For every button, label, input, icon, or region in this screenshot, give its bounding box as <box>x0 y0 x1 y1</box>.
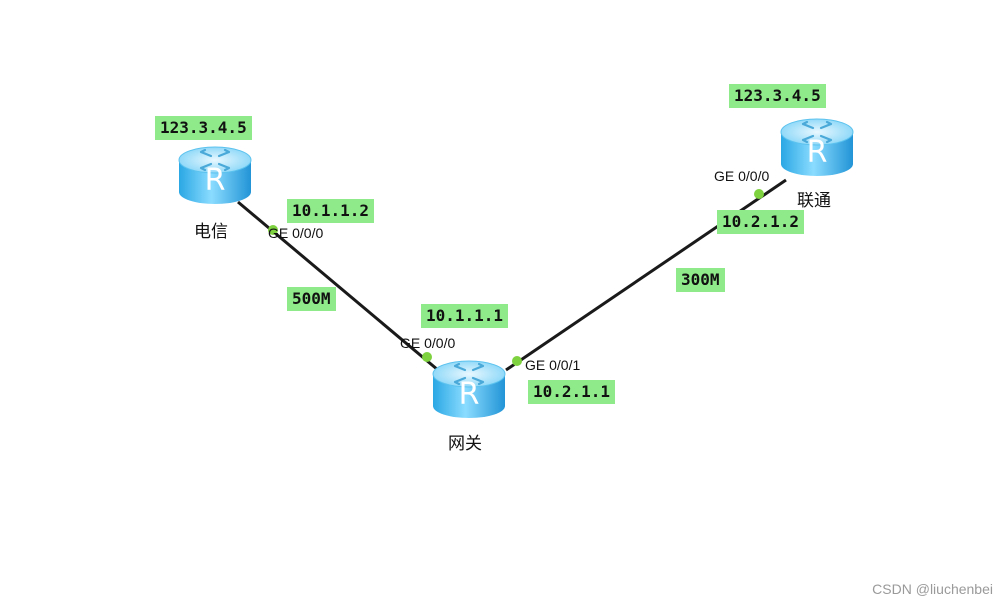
telecom-link-bandwidth: 500M <box>287 287 336 311</box>
gateway-port2-label: GE 0/0/1 <box>525 357 581 373</box>
port-dot-gateway-ge000 <box>422 352 432 362</box>
telecom-public-ip-label: 123.3.4.5 <box>155 116 252 140</box>
gateway-link1-ip-label: 10.1.1.1 <box>421 304 509 328</box>
unicom-port-label: GE 0/0/0 <box>714 168 770 184</box>
unicom-link-bandwidth: 300M <box>676 268 725 292</box>
router-letter: R <box>205 163 226 198</box>
telecom-port-label: GE 0/0/0 <box>268 225 324 241</box>
router-unicom-icon[interactable]: R <box>779 117 855 178</box>
unicom-public-ip-label: 123.3.4.5 <box>729 84 826 108</box>
router-letter: R <box>459 377 480 412</box>
router-name-gateway: 网关 <box>448 434 482 454</box>
router-gateway-icon[interactable]: R <box>431 359 507 420</box>
unicom-link-ip-label: 10.2.1.2 <box>717 210 805 234</box>
watermark: CSDN @liuchenbei <box>872 581 993 597</box>
link-gateway-unicom[interactable] <box>505 178 787 372</box>
port-dot-telecom-ge000 <box>268 225 278 235</box>
router-name-telecom: 电信 <box>194 222 228 242</box>
gateway-port1-label: GE 0/0/0 <box>400 335 456 351</box>
router-name-unicom: 联通 <box>797 191 831 211</box>
gateway-link2-ip-label: 10.2.1.1 <box>528 380 616 404</box>
port-dot-unicom-ge000 <box>754 189 764 199</box>
router-telecom-icon[interactable]: R <box>177 145 253 206</box>
router-letter: R <box>807 135 828 170</box>
port-dot-gateway-ge001 <box>512 356 522 366</box>
telecom-link-ip-label: 10.1.1.2 <box>287 199 375 223</box>
